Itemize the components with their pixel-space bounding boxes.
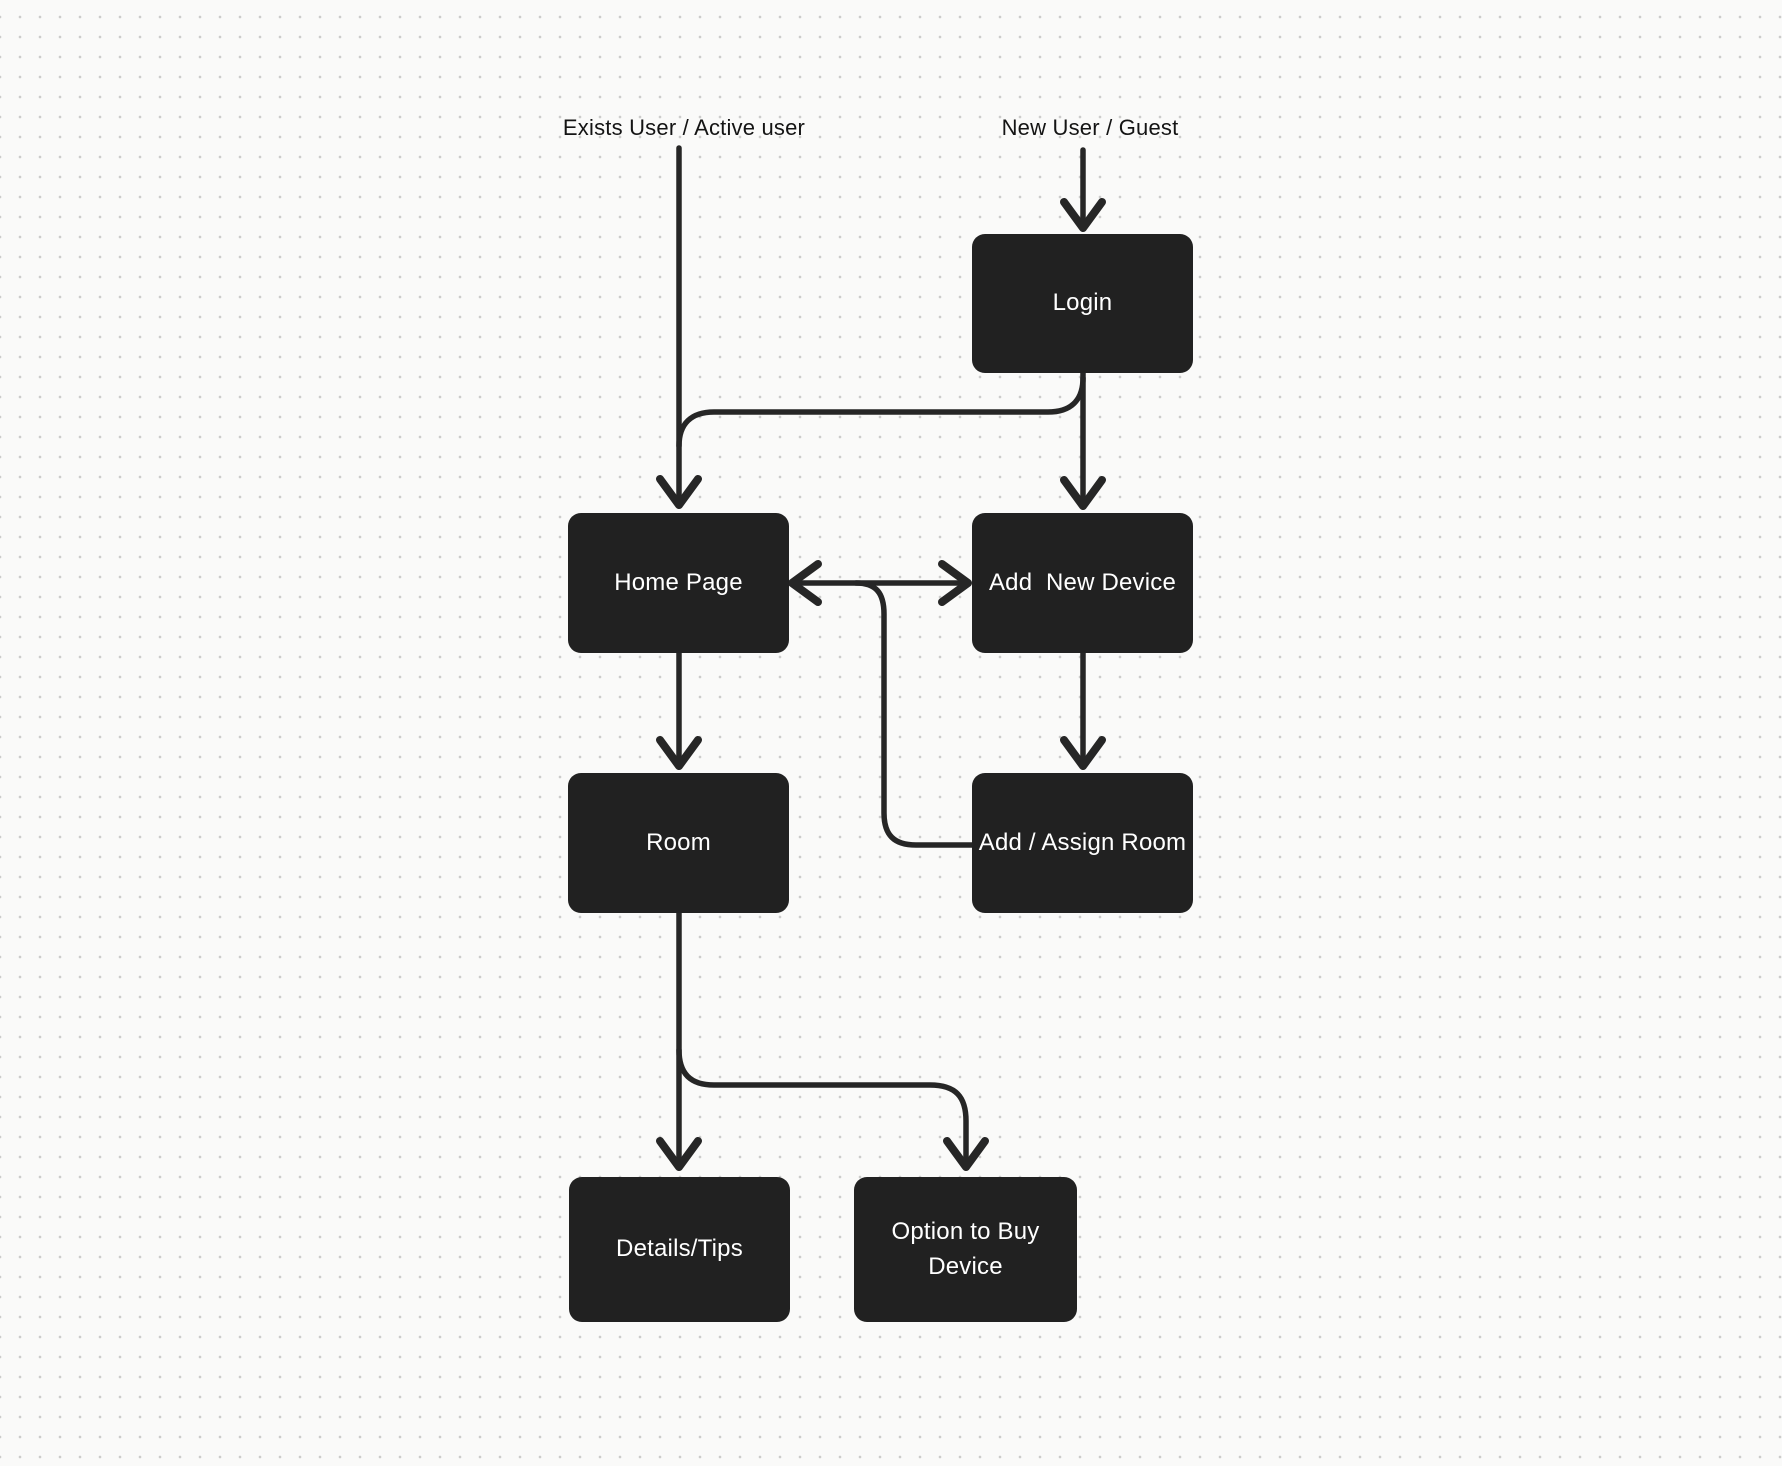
node-add-assign-room[interactable]: Add / Assign Room xyxy=(972,773,1193,913)
arrowhead-left-icon xyxy=(788,560,822,606)
arrowhead-down-icon xyxy=(656,475,702,509)
arrowhead-down-icon xyxy=(1060,476,1106,510)
label-exists-user[interactable]: Exists User / Active user xyxy=(562,115,806,140)
node-add-new-device[interactable]: Add New Device xyxy=(972,513,1193,653)
arrowhead-down-icon xyxy=(1060,198,1106,232)
node-option-buy-device-label: Option to Buy Device xyxy=(891,1217,1047,1280)
edge-assignroom-to-homepage-shaft[interactable] xyxy=(853,580,975,848)
node-add-new-device-label: Add New Device xyxy=(988,568,1177,596)
edge-login-to-homepage[interactable] xyxy=(676,375,1086,449)
edge-adddevice-to-assignroom[interactable] xyxy=(1060,650,1106,770)
node-login[interactable]: Login xyxy=(972,234,1193,373)
node-home-page-label: Home Page xyxy=(614,568,743,596)
edge-room-to-optionbuy[interactable] xyxy=(676,1047,989,1171)
edge-login-to-adddevice[interactable] xyxy=(1060,370,1106,510)
node-room-label: Room xyxy=(646,828,711,856)
edge-room-to-detailstips[interactable] xyxy=(656,910,702,1171)
edge-existsuser-to-homepage[interactable] xyxy=(656,145,702,509)
node-option-buy-device[interactable]: Option to Buy Device xyxy=(854,1177,1077,1322)
node-room[interactable]: Room xyxy=(568,773,789,913)
arrowhead-down-icon xyxy=(943,1137,989,1171)
edge-homepage-adddevice-double-arrow[interactable] xyxy=(788,560,972,606)
label-new-user[interactable]: New User / Guest xyxy=(1001,115,1179,140)
node-details-tips[interactable]: Details/Tips xyxy=(569,1177,790,1322)
edge-login-to-homepage-shaft[interactable] xyxy=(676,375,1086,449)
edge-room-to-optionbuy-shaft[interactable] xyxy=(676,1047,969,1169)
edge-newuser-to-login[interactable] xyxy=(1060,147,1106,232)
arrowhead-down-icon xyxy=(1060,736,1106,770)
node-details-tips-label: Details/Tips xyxy=(616,1235,743,1263)
node-home-page[interactable]: Home Page xyxy=(568,513,789,653)
node-login-label: Login xyxy=(1052,289,1113,317)
arrowhead-down-icon xyxy=(656,1137,702,1171)
arrowhead-right-icon xyxy=(938,560,972,606)
node-add-assign-room-label: Add / Assign Room xyxy=(978,828,1187,856)
edge-homepage-to-room[interactable] xyxy=(656,650,702,770)
arrowhead-down-icon xyxy=(656,736,702,770)
edge-assignroom-to-homepage-line[interactable] xyxy=(853,580,975,848)
